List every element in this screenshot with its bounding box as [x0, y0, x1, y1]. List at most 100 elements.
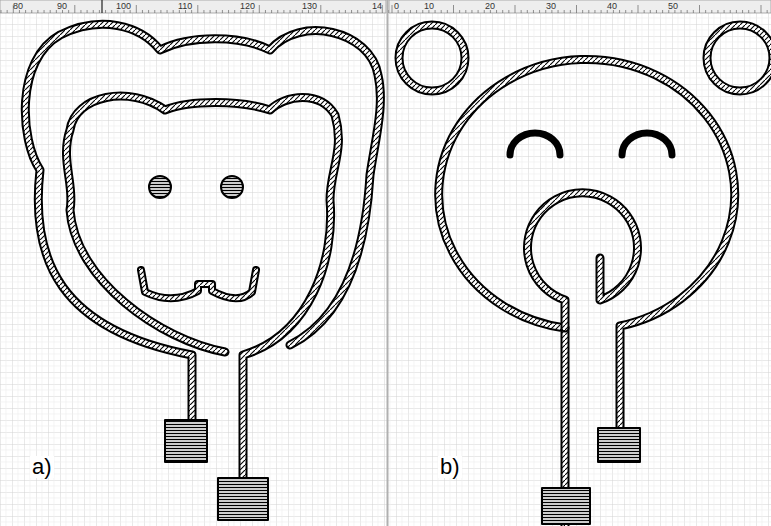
- ruler-tick: [422, 10, 423, 13]
- ruler-tick: [74, 5, 75, 13]
- ruler-tick: [521, 10, 522, 13]
- ruler-tick: [693, 10, 694, 13]
- ruler-tick: [44, 10, 45, 13]
- ruler-tick: [453, 5, 454, 13]
- ruler-tick: [717, 10, 718, 13]
- ruler-tick: [37, 10, 38, 13]
- ruler-tick: [197, 5, 198, 13]
- ruler-tick: [447, 10, 448, 13]
- ruler-number: 0: [394, 2, 399, 11]
- ruler-number: 10: [424, 2, 434, 11]
- ear: [399, 25, 465, 91]
- bear-antenna-a: [25, 24, 380, 520]
- ruler-tick: [357, 10, 358, 13]
- ruler-tick: [392, 5, 393, 13]
- ruler-tick: [216, 10, 217, 13]
- ruler-tick: [588, 10, 589, 13]
- head-trace: [439, 59, 735, 526]
- ruler-tick: [742, 10, 743, 13]
- ruler-tick: [290, 10, 291, 13]
- ruler-tick: [283, 10, 284, 13]
- ruler-tick: [601, 10, 602, 13]
- ear: [399, 25, 465, 91]
- ruler-tick: [730, 10, 731, 13]
- ruler-tick: [754, 10, 755, 13]
- ruler-tick: [711, 10, 712, 13]
- ruler-number: 130: [302, 2, 317, 11]
- ruler-tick: [502, 10, 503, 13]
- ruler-bar: [389, 0, 771, 13]
- ruler-tick: [142, 10, 143, 13]
- feed-pad: [598, 428, 640, 462]
- ruler-tick: [203, 10, 204, 13]
- ruler-tick: [50, 10, 51, 13]
- ruler-tick: [339, 10, 340, 13]
- mouth-trace: [141, 270, 256, 298]
- ruler-tick: [154, 10, 155, 13]
- ruler-tick: [160, 10, 161, 13]
- ruler-tick: [234, 10, 235, 13]
- ruler-tick: [167, 10, 168, 13]
- ruler-tick: [705, 10, 706, 13]
- ruler-tick: [515, 5, 516, 13]
- ruler-tick: [570, 10, 571, 13]
- ear: [707, 25, 771, 91]
- ruler-tick: [80, 10, 81, 13]
- ruler-tick: [222, 10, 223, 13]
- ruler-tick: [271, 10, 272, 13]
- ruler-tick: [564, 10, 565, 13]
- ruler-tick: [326, 10, 327, 13]
- ear: [707, 25, 771, 91]
- ruler-tick: [441, 10, 442, 13]
- ruler-tick: [320, 5, 321, 13]
- ruler-tick: [351, 10, 352, 13]
- ruler-tick: [56, 10, 57, 13]
- ruler-tick: [25, 10, 26, 13]
- ruler-tick: [582, 10, 583, 13]
- ruler-tick: [478, 10, 479, 13]
- inner-trace: [66, 96, 338, 478]
- feed-pad: [218, 478, 268, 520]
- ruler-number: 110: [178, 2, 192, 11]
- ruler-tick: [7, 10, 8, 13]
- ruler-tick: [724, 10, 725, 13]
- eye-arc: [510, 133, 560, 155]
- ruler-tick: [87, 10, 88, 13]
- ruler-number: 100: [116, 2, 131, 11]
- ruler-tick: [93, 10, 94, 13]
- ruler-tick: [111, 10, 112, 13]
- eye: [149, 176, 171, 198]
- ruler-tick: [662, 10, 663, 13]
- ruler-tick: [687, 10, 688, 13]
- ruler-tick: [533, 10, 534, 13]
- ruler-tick: [228, 10, 229, 13]
- panel-divider: [387, 0, 389, 526]
- ruler-tick: [416, 10, 417, 13]
- ruler-tick: [594, 10, 595, 13]
- ruler-tick: [527, 10, 528, 13]
- ruler-tick: [761, 5, 762, 13]
- ruler-tick: [471, 10, 472, 13]
- ruler-tick: [656, 10, 657, 13]
- ruler-tick: [699, 5, 700, 13]
- ruler-tick: [539, 10, 540, 13]
- panel-label: b): [438, 456, 462, 478]
- ruler-tick: [363, 10, 364, 13]
- ruler-number: 50: [668, 2, 678, 11]
- ruler-number: 30: [546, 2, 556, 11]
- ruler-tick: [68, 10, 69, 13]
- ruler-tick: [496, 10, 497, 13]
- ruler-number: 20: [485, 2, 495, 11]
- ruler-tick: [277, 10, 278, 13]
- ruler-tick: [625, 10, 626, 13]
- eye-arc: [622, 133, 672, 155]
- ruler-tick: [404, 10, 405, 13]
- ruler-tick: [410, 10, 411, 13]
- eye: [221, 176, 243, 198]
- ruler-tick: [767, 10, 768, 13]
- ruler-number: 120: [240, 2, 255, 11]
- ruler-tick: [265, 10, 266, 13]
- ruler-tick: [736, 10, 737, 13]
